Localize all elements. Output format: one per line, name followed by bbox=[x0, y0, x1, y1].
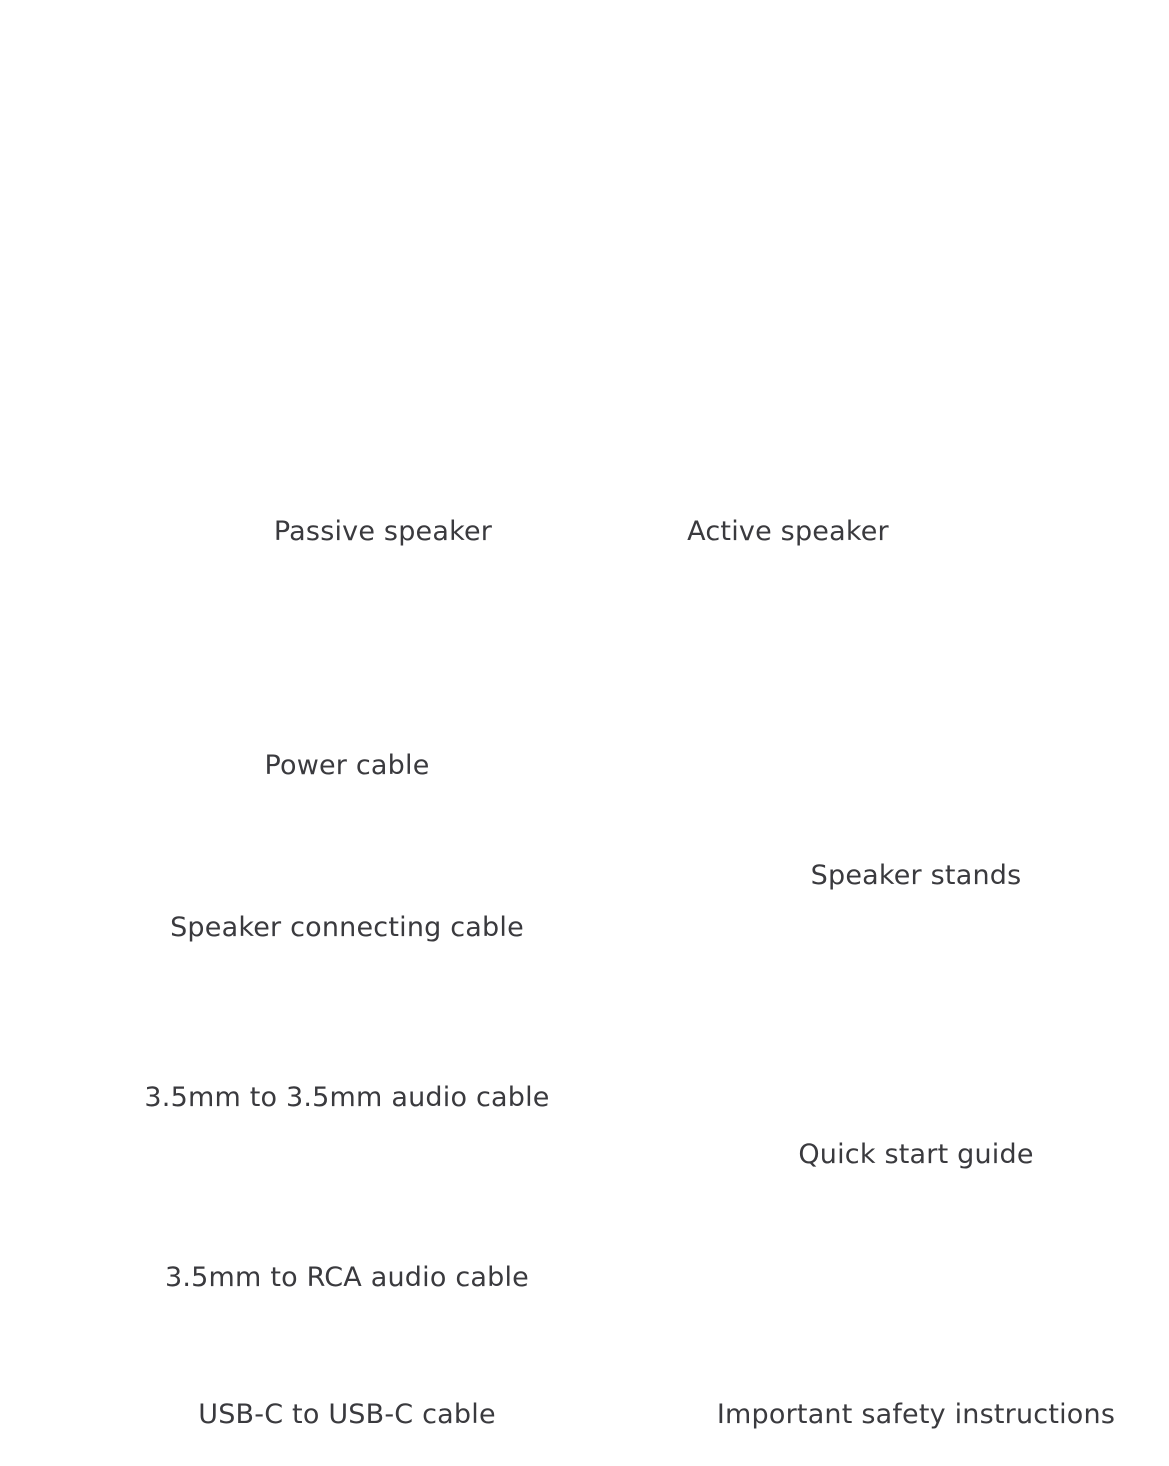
speaker-stands-label: Speaker stands bbox=[810, 860, 1022, 891]
active-speaker-label: Active speaker bbox=[687, 516, 889, 547]
passive-speaker-label: Passive speaker bbox=[273, 516, 493, 547]
quick-start-guide-label: Quick start guide bbox=[798, 1139, 1034, 1170]
speaker-connecting-cable-label: Speaker connecting cable bbox=[170, 912, 524, 943]
safety-instructions-label: Important safety instructions bbox=[716, 1399, 1116, 1430]
rca-cable-label: 3.5mm to RCA audio cable bbox=[165, 1262, 529, 1293]
power-cable-label: Power cable bbox=[264, 750, 430, 781]
usbc-cable-label: USB-C to USB-C cable bbox=[198, 1399, 496, 1430]
audio-35-cable-label: 3.5mm to 3.5mm audio cable bbox=[144, 1082, 550, 1113]
